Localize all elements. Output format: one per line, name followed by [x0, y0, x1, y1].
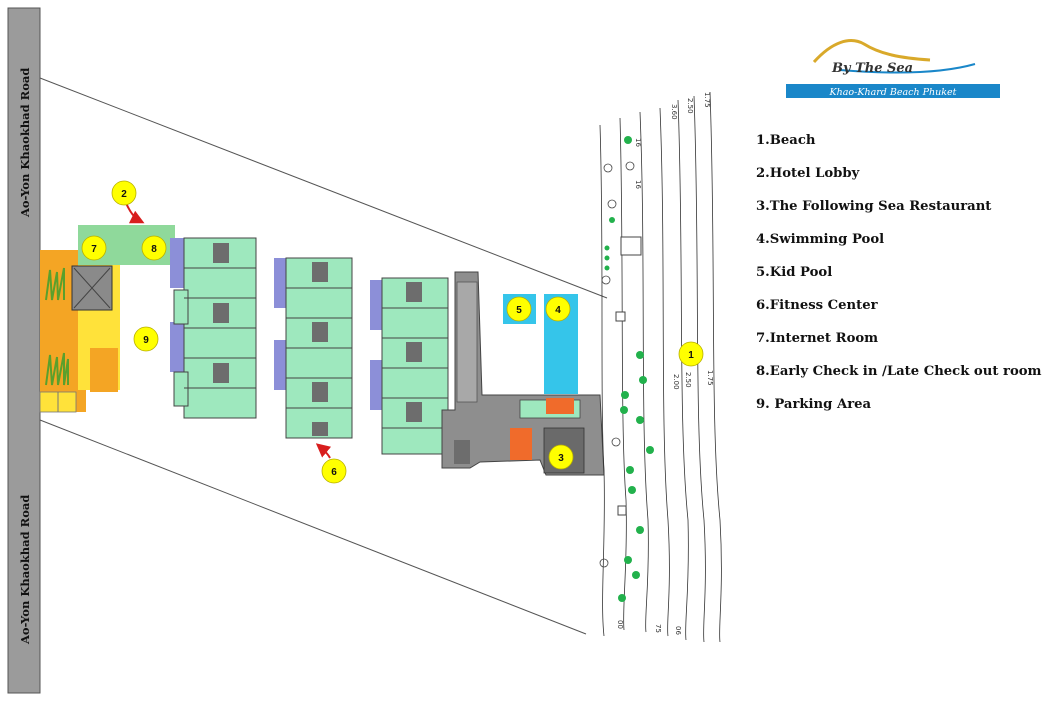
map-legend: 1.Beach 2.Hotel Lobby 3.The Following Se… — [756, 130, 1042, 427]
contour-label: 2.50 — [684, 372, 692, 388]
road-label-bottom: Ao-Yon Khaokhad Road — [18, 495, 32, 645]
svg-text:1: 1 — [688, 350, 694, 361]
marker-2[interactable]: 2 — [111, 180, 137, 206]
svg-text:3: 3 — [558, 453, 564, 464]
svg-text:6: 6 — [331, 467, 337, 478]
marker-7[interactable]: 7 — [81, 235, 107, 261]
legend-item-kid-pool: 5.Kid Pool — [756, 265, 833, 280]
marker-5[interactable]: 5 — [506, 296, 532, 322]
marker-6[interactable]: 6 — [321, 458, 347, 484]
legend-item-swimming-pool: 4.Swimming Pool — [756, 232, 885, 247]
logo-name: By The Sea — [831, 61, 913, 76]
logo-tagline: Khao-Khard Beach Phuket — [829, 87, 957, 98]
villa-building-2 — [274, 257, 353, 439]
villa-building-1 — [170, 237, 257, 419]
contour-label: 2.50 — [686, 98, 694, 114]
contour-label: 1.75 — [706, 370, 714, 386]
marker-arrows — [125, 202, 332, 459]
contour-label: 06 — [674, 626, 682, 635]
road-label-top: Ao-Yon Khaokhad Road — [18, 68, 32, 218]
legend-item-restaurant: 3.The Following Sea Restaurant — [756, 199, 992, 214]
svg-text:5: 5 — [516, 305, 522, 316]
legend-item-fitness-center: 6.Fitness Center — [756, 298, 878, 313]
contour-label: 1.75 — [703, 92, 711, 108]
marker-4[interactable]: 4 — [545, 296, 571, 322]
beach-post — [617, 505, 627, 516]
villa-building-3 — [370, 277, 449, 455]
svg-text:9: 9 — [143, 335, 149, 346]
contour-labels: 1.75 2.50 3.60 2.50 2.00 1.75 16 16 00 7… — [616, 92, 714, 635]
contour-label: 3.60 — [670, 104, 678, 120]
parking-building — [39, 250, 120, 413]
beach-area — [599, 91, 722, 643]
marker-1[interactable]: 1 — [678, 341, 704, 367]
beach-shower — [615, 311, 626, 322]
svg-text:8: 8 — [151, 244, 157, 255]
legend-item-parking: 9. Parking Area — [756, 397, 872, 412]
markers: 1 2 3 4 5 6 7 8 — [81, 180, 704, 484]
contour-label: 16 — [634, 180, 642, 189]
marker-8[interactable]: 8 — [141, 235, 167, 261]
main-building — [441, 271, 605, 476]
marker-3[interactable]: 3 — [548, 444, 574, 470]
svg-text:2: 2 — [121, 189, 127, 200]
legend-item-beach: 1.Beach — [756, 133, 816, 148]
logo-swoosh-icon — [812, 39, 931, 64]
legend-item-checkin-room: 8.Early Check in /Late Check out room — [756, 364, 1042, 379]
svg-text:4: 4 — [555, 305, 561, 316]
perspective-lines — [39, 77, 608, 635]
contour-label: 00 — [616, 620, 624, 629]
beach-trees — [604, 136, 654, 602]
contour-label: 2.00 — [672, 374, 680, 390]
logo: By The Sea Khao-Khard Beach Phuket — [786, 39, 1000, 98]
beach-umbrellas — [599, 161, 635, 568]
contour-label: 75 — [654, 624, 662, 633]
beach-kiosk — [620, 236, 642, 256]
marker-9[interactable]: 9 — [133, 326, 159, 352]
svg-text:7: 7 — [91, 244, 97, 255]
legend-item-hotel-lobby: 2.Hotel Lobby — [756, 166, 860, 181]
road: Ao-Yon Khaokhad Road Ao-Yon Khaokhad Roa… — [7, 7, 41, 694]
contour-label: 16 — [634, 138, 642, 147]
legend-item-internet-room: 7.Internet Room — [756, 331, 879, 346]
